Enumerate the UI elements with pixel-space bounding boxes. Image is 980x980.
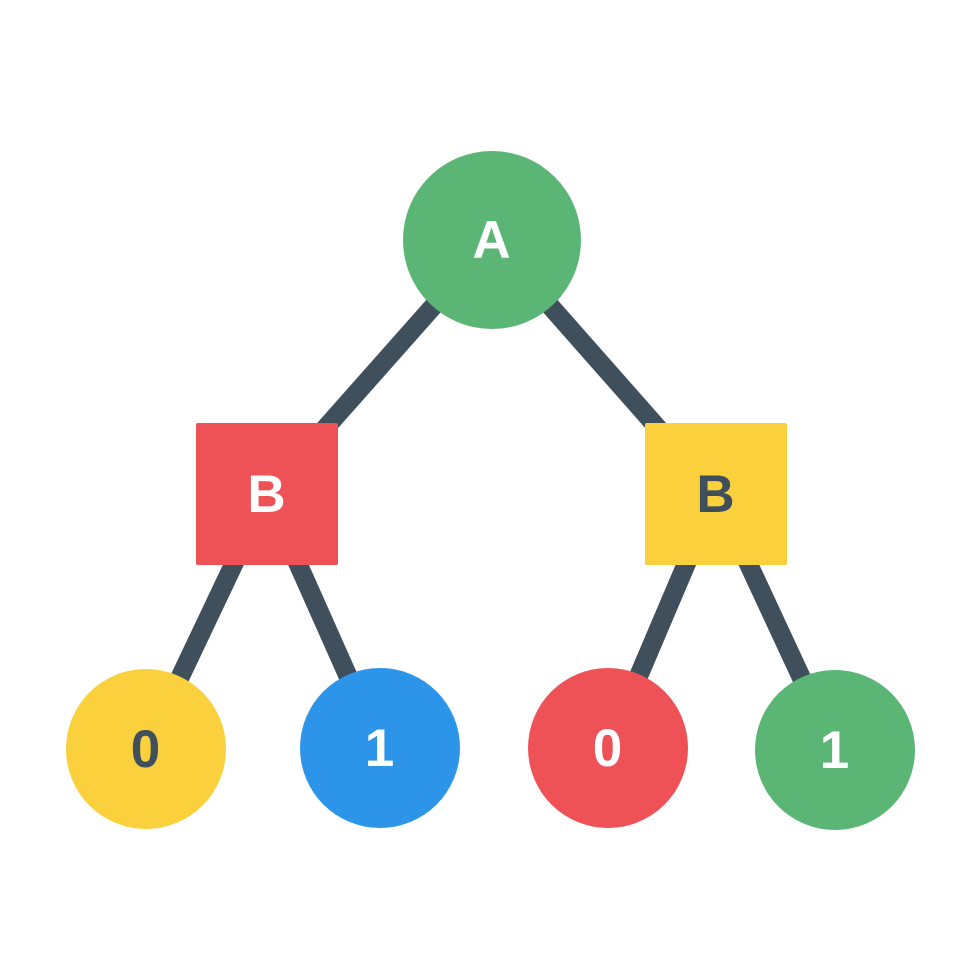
leaf-node-3: 0 [528, 668, 688, 828]
leaf-node-4-label: 1 [819, 720, 851, 780]
branch-node-right: B [645, 423, 787, 565]
root-node: A [403, 151, 581, 329]
leaf-node-2-label: 1 [364, 718, 396, 778]
branch-node-right-label: B [696, 464, 736, 524]
leaf-node-3-label: 0 [592, 718, 624, 778]
leaf-node-2: 1 [300, 668, 460, 828]
leaf-node-4: 1 [755, 670, 915, 830]
branch-node-left-label: B [247, 464, 287, 524]
branch-node-left: B [196, 423, 338, 565]
root-node-label: A [472, 210, 512, 270]
leaf-node-1: 0 [66, 669, 226, 829]
leaf-node-1-label: 0 [130, 719, 162, 779]
